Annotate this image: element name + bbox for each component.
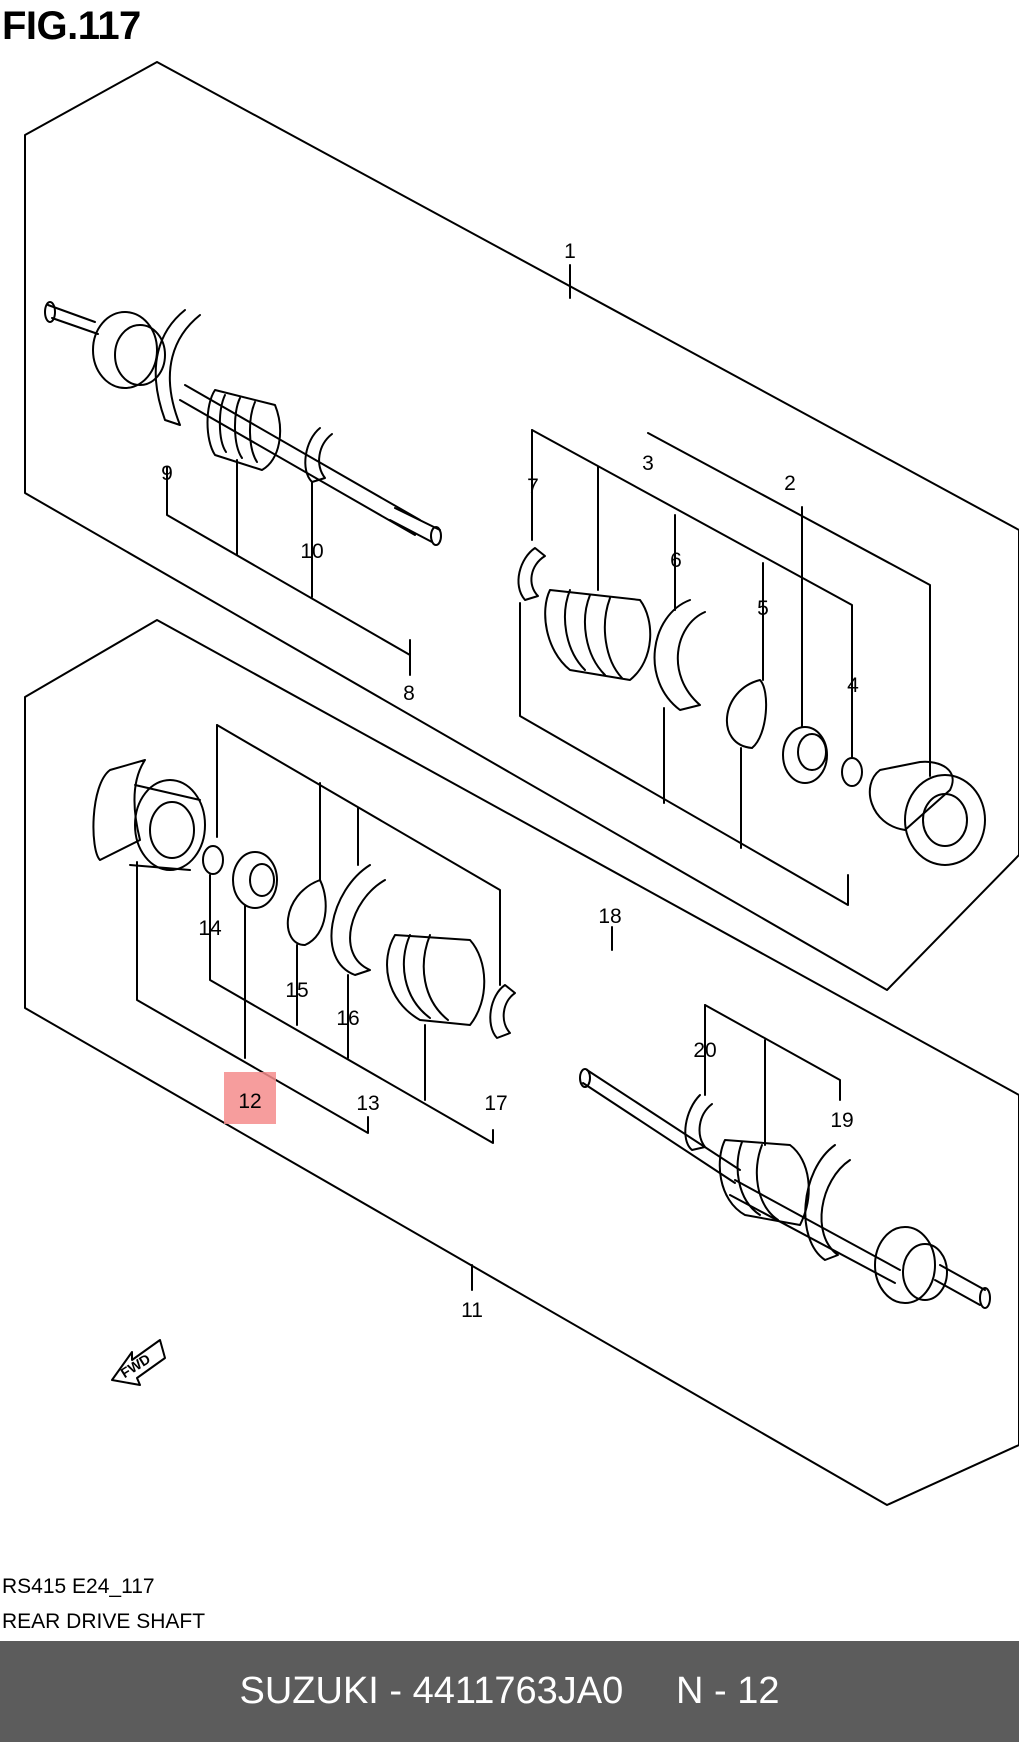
exploded-parts-diagram: 1 2 3 4 5 6 7 8 9 10 11 12 13 14 15 16 1… xyxy=(24,61,1019,1506)
callout-11: 11 xyxy=(461,1299,483,1322)
callout-7: 7 xyxy=(527,475,539,498)
lower-leader-lines xyxy=(136,724,841,1291)
upper-repair-kit-parts xyxy=(517,547,986,866)
callout-15: 15 xyxy=(285,979,308,1002)
callout-1: 1 xyxy=(564,240,576,263)
callout-16: 16 xyxy=(336,1007,359,1030)
upper-assembly-frame xyxy=(24,61,1019,991)
callout-6: 6 xyxy=(670,549,682,572)
diagram-name: REAR DRIVE SHAFT xyxy=(2,1610,206,1633)
callout-14: 14 xyxy=(198,917,222,940)
diagram-code: RS415 E24_117 xyxy=(2,1575,155,1598)
callout-4: 4 xyxy=(847,674,859,697)
fwd-arrow-icon: FWD xyxy=(111,1339,166,1386)
callout-3: 3 xyxy=(642,452,654,475)
lower-assembly-frame xyxy=(24,619,1019,1506)
callout-10: 10 xyxy=(300,540,323,563)
footer-ref: N - 12 xyxy=(676,1670,780,1712)
fwd-label: FWD xyxy=(118,1351,154,1381)
lower-drive-shaft-assembly xyxy=(579,1068,991,1309)
callout-19: 19 xyxy=(830,1109,853,1132)
callout-12: 12 xyxy=(238,1090,261,1113)
footer-brand-part: SUZUKI - 4411763JA0 xyxy=(239,1670,624,1712)
upper-drive-shaft-assembly xyxy=(44,301,442,546)
callout-8: 8 xyxy=(403,682,415,705)
callout-13: 13 xyxy=(356,1092,379,1115)
lower-repair-kit-parts xyxy=(92,759,516,1039)
callout-18: 18 xyxy=(598,905,621,928)
footer-bar: SUZUKI - 4411763JA0 N - 12 xyxy=(0,1641,1019,1742)
highlight-box xyxy=(224,1072,276,1124)
callout-2: 2 xyxy=(784,472,796,495)
callout-5: 5 xyxy=(757,597,769,620)
footer-spacer xyxy=(623,1670,676,1713)
callout-17: 17 xyxy=(484,1092,507,1115)
callout-9: 9 xyxy=(161,462,173,485)
callout-20: 20 xyxy=(693,1039,716,1062)
figure-title: FIG.117 xyxy=(2,4,141,48)
upper-leader-lines xyxy=(166,264,931,906)
